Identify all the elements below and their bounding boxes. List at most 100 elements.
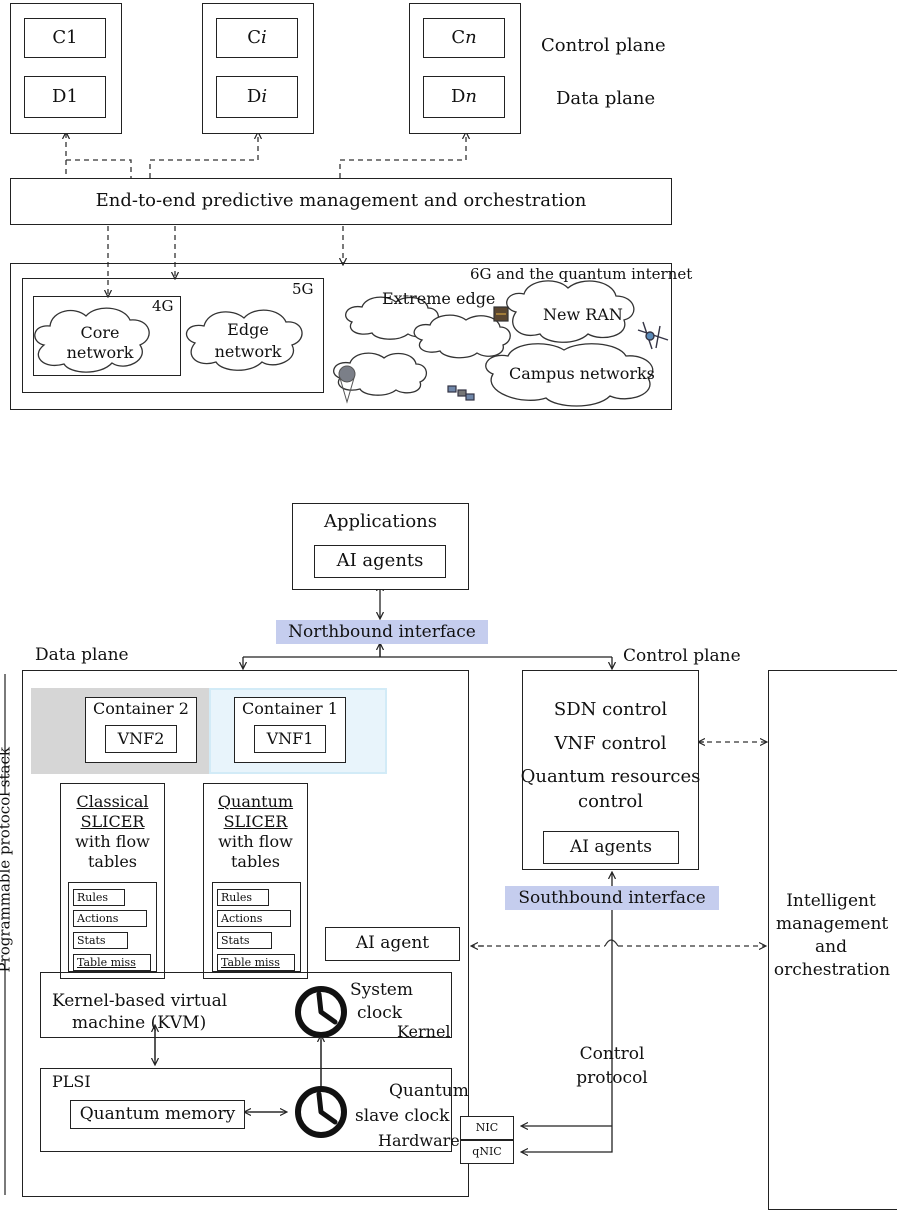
vnf-control-label: VNF control [554, 733, 667, 754]
data-label-n: D [450, 86, 466, 107]
control-label-1: C1 [52, 27, 78, 48]
qnic-box: qNIC [460, 1140, 514, 1164]
balloon-icon [338, 365, 356, 404]
kvm-label-1: Kernel-based virtual [52, 991, 228, 1011]
app-ai-agents-label: AI agents [336, 550, 424, 571]
quantum-slicer-line2: SLICER [223, 812, 288, 831]
quantum-slave-clock-label-1: Quantum [389, 1081, 469, 1101]
extreme-edge-cloud-2 [413, 314, 511, 359]
core-network-label-1: Core [80, 323, 120, 342]
control-plane-title: Control plane [623, 646, 741, 666]
applications-label: Applications [323, 511, 438, 532]
orchestration-to-controllers-links [66, 133, 466, 183]
intelligent-management-box [768, 670, 897, 1210]
system-clock-label-2: clock [357, 1003, 403, 1023]
network-clouds [34, 280, 654, 407]
data-label-i: D [246, 86, 262, 107]
drone-icon [637, 321, 669, 350]
ai-agent-label: AI agent [355, 933, 430, 953]
hardware-box [40, 1068, 452, 1152]
extreme-edge-cloud-3 [333, 352, 427, 396]
new-ran-label: New RAN [543, 305, 623, 324]
data-plane-label: Data plane [556, 88, 656, 109]
classical-rules-row: Rules [73, 889, 125, 906]
internal-arrows [155, 1026, 321, 1112]
data-plane-title: Data plane [35, 645, 129, 665]
5g-label: 5G [292, 280, 314, 298]
classical-actions-row: Actions [73, 910, 147, 927]
data-box-di: Di [216, 76, 298, 118]
quantum-slicer-line1: Quantum [217, 792, 294, 811]
edge-network-label-2: network [214, 342, 282, 361]
nic-box: NIC [460, 1116, 514, 1140]
vnf1-label: VNF1 [266, 729, 314, 748]
4g-label: 4G [152, 297, 174, 315]
classical-slicer-line2: SLICER [80, 812, 145, 831]
vnf2-label: VNF2 [117, 729, 165, 748]
ai-agent-box: AI agent [325, 927, 460, 961]
hardware-label: Hardware [378, 1131, 460, 1150]
container-2-label: Container 2 [93, 699, 189, 718]
classical-slicer-line1: Classical [76, 792, 149, 811]
control-protocol-label-1: Control [579, 1044, 645, 1064]
data-box-d1: D1 [24, 76, 106, 118]
quantum-resources-label-2: control [578, 791, 643, 812]
kvm-label-2: machine (KVM) [72, 1013, 207, 1033]
vnf2-box: VNF2 [105, 725, 177, 753]
kernel-box [40, 972, 452, 1038]
control-protocol-label-2: protocol [576, 1068, 648, 1088]
quantum-stats-row: Stats [217, 932, 272, 949]
extreme-edge-label: Extreme edge [382, 289, 496, 308]
classical-table-miss-row: Table miss [73, 954, 151, 971]
northbound-interface-label: Northbound interface [276, 620, 488, 644]
intelligent-label-1: Intelligent [786, 891, 876, 911]
southbound-hop [604, 939, 619, 947]
new-ran-cloud [506, 280, 635, 343]
control-protocol-links [522, 873, 612, 1152]
6g-quantum-internet-label: 6G and the quantum internet [470, 265, 693, 283]
control-label-i: C [247, 27, 261, 48]
quantum-slave-clock-icon [295, 1086, 347, 1138]
control-label-n: C [451, 27, 466, 48]
data-index-n: n [465, 86, 478, 107]
applications-links [243, 585, 612, 668]
quantum-slicer-line4: tables [230, 852, 280, 871]
quantum-slave-clock-label-2: slave clock [355, 1106, 450, 1126]
quantum-memory-box: Quantum memory [70, 1100, 245, 1129]
orchestration-to-networks-links [108, 226, 343, 296]
data-index-i: i [261, 86, 268, 107]
intelligent-label-4: orchestration [773, 960, 891, 980]
management-dashed-links [472, 742, 766, 946]
small-satellite-icon [447, 385, 475, 401]
data-plane-box [22, 670, 469, 1197]
quantum-rules-row: Rules [217, 889, 269, 906]
quantum-actions-row: Actions [217, 910, 291, 927]
campus-networks-cloud [485, 343, 654, 407]
sdn-control-label: SDN control [553, 699, 668, 720]
plsi-label: PLSI [52, 1072, 91, 1091]
orchestration-box: End-to-end predictive management and orc… [10, 178, 672, 225]
classical-stats-row: Stats [73, 932, 128, 949]
kernel-label: Kernel [397, 1022, 451, 1041]
4g-box [33, 296, 181, 376]
data-box-dn: Dn [423, 76, 505, 118]
edge-network-cloud [185, 309, 303, 371]
qnic-label: qNIC [472, 1145, 502, 1158]
system-clock-icon [295, 986, 347, 1038]
vnf1-box: VNF1 [254, 725, 326, 753]
quantum-resources-label-1: Quantum resources [520, 766, 701, 787]
control-ai-agents-box: AI agents [543, 831, 679, 864]
control-plane-label: Control plane [541, 35, 666, 56]
quantum-slicer-line3: with flow [218, 832, 293, 851]
classical-slicer-line3: with flow [75, 832, 150, 851]
data-label-1: D1 [52, 86, 78, 107]
control-box-cn: Cn [423, 18, 505, 58]
satellite-icon-top [493, 306, 509, 322]
southbound-interface-label: Southbound interface [505, 886, 719, 910]
programmable-protocol-stack-label: Programmable protocol stack [0, 747, 14, 973]
campus-networks-label: Campus networks [509, 364, 655, 383]
core-network-cloud [34, 307, 150, 373]
control-box-ci: Ci [216, 18, 298, 58]
control-index-i: i [261, 27, 267, 48]
